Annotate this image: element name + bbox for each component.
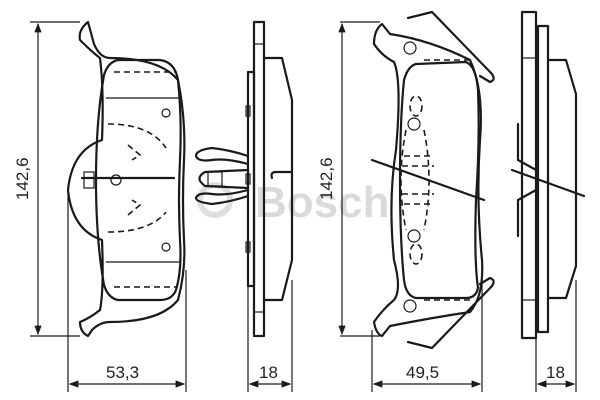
pad-1-side-view <box>194 20 294 338</box>
svg-text:142,6: 142,6 <box>13 157 32 200</box>
pad-1-front-view <box>66 20 186 338</box>
pad-2-height-dimension: 142,6 <box>317 21 380 337</box>
svg-text:18: 18 <box>259 363 278 382</box>
pad-1-thickness-dimension: 18 <box>247 280 293 392</box>
pad-2-front-view <box>370 10 495 350</box>
pad-2-thickness-dimension: 18 <box>535 280 577 392</box>
pad-2-width-dimension: 49,5 <box>371 280 483 392</box>
pad-1-height-dimension: 142,6 <box>13 21 80 337</box>
pad-1-width-dimension: 53,3 <box>67 190 187 392</box>
pad-2-side-view <box>510 10 586 340</box>
svg-text:18: 18 <box>546 363 565 382</box>
svg-text:49,5: 49,5 <box>406 363 439 382</box>
bosch-watermark: Bosch <box>197 178 389 227</box>
svg-text:Bosch: Bosch <box>255 178 389 227</box>
svg-text:142,6: 142,6 <box>317 157 336 200</box>
svg-text:53,3: 53,3 <box>106 363 139 382</box>
